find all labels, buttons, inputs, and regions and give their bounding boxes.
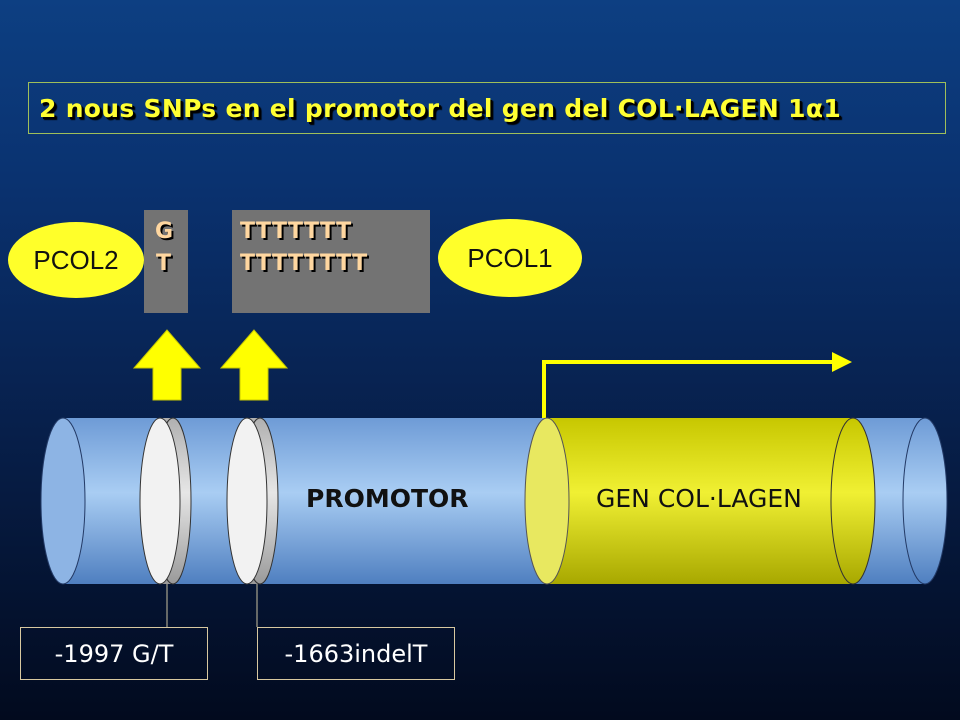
snp1-band-left: [139, 417, 181, 585]
pcol1-label: PCOL1: [467, 242, 553, 273]
snp1-up-arrow: [132, 329, 202, 401]
cylinder-left-cap: [40, 417, 86, 585]
snp2-band-left: [226, 417, 268, 585]
cylinder-right-cap: [902, 417, 948, 585]
snp2-position-box: -1663indelT: [257, 627, 455, 680]
gene-cylinder: [547, 418, 853, 584]
slide-title: 2 nous SNPs en el promotor del gen del C…: [39, 93, 842, 123]
snp2-seq-short: TTTTTTT: [240, 219, 352, 244]
snp2-up-arrow: [219, 329, 289, 401]
pcol1-oval: PCOL1: [438, 219, 582, 297]
promoter-label: PROMOTOR: [306, 484, 469, 513]
snp2-position-label: -1663indelT: [284, 639, 428, 668]
snp2-sequence-box: TTTTTTT TTTTTTTT: [232, 210, 430, 313]
snp1-allele-g: G: [155, 219, 174, 244]
transcription-arrow: [542, 360, 836, 418]
pcol2-oval: PCOL2: [8, 222, 144, 298]
promoter-cylinder: [63, 418, 547, 584]
snp2-seq-long: TTTTTTTT: [240, 251, 368, 276]
pcol2-label: PCOL2: [33, 244, 119, 275]
snp1-allele-box: G T: [144, 210, 188, 313]
gene-start-cap: [524, 417, 570, 585]
transcription-arrow-head: [832, 352, 852, 372]
gene-cylinder-end: [830, 417, 876, 585]
title-box: 2 nous SNPs en el promotor del gen del C…: [28, 82, 946, 134]
snp1-allele-t: T: [156, 251, 172, 276]
snp1-position-box: -1997 G/T: [20, 627, 208, 680]
gene-label: GEN COL·LAGEN: [596, 484, 802, 513]
snp1-position-label: -1997 G/T: [54, 639, 174, 668]
